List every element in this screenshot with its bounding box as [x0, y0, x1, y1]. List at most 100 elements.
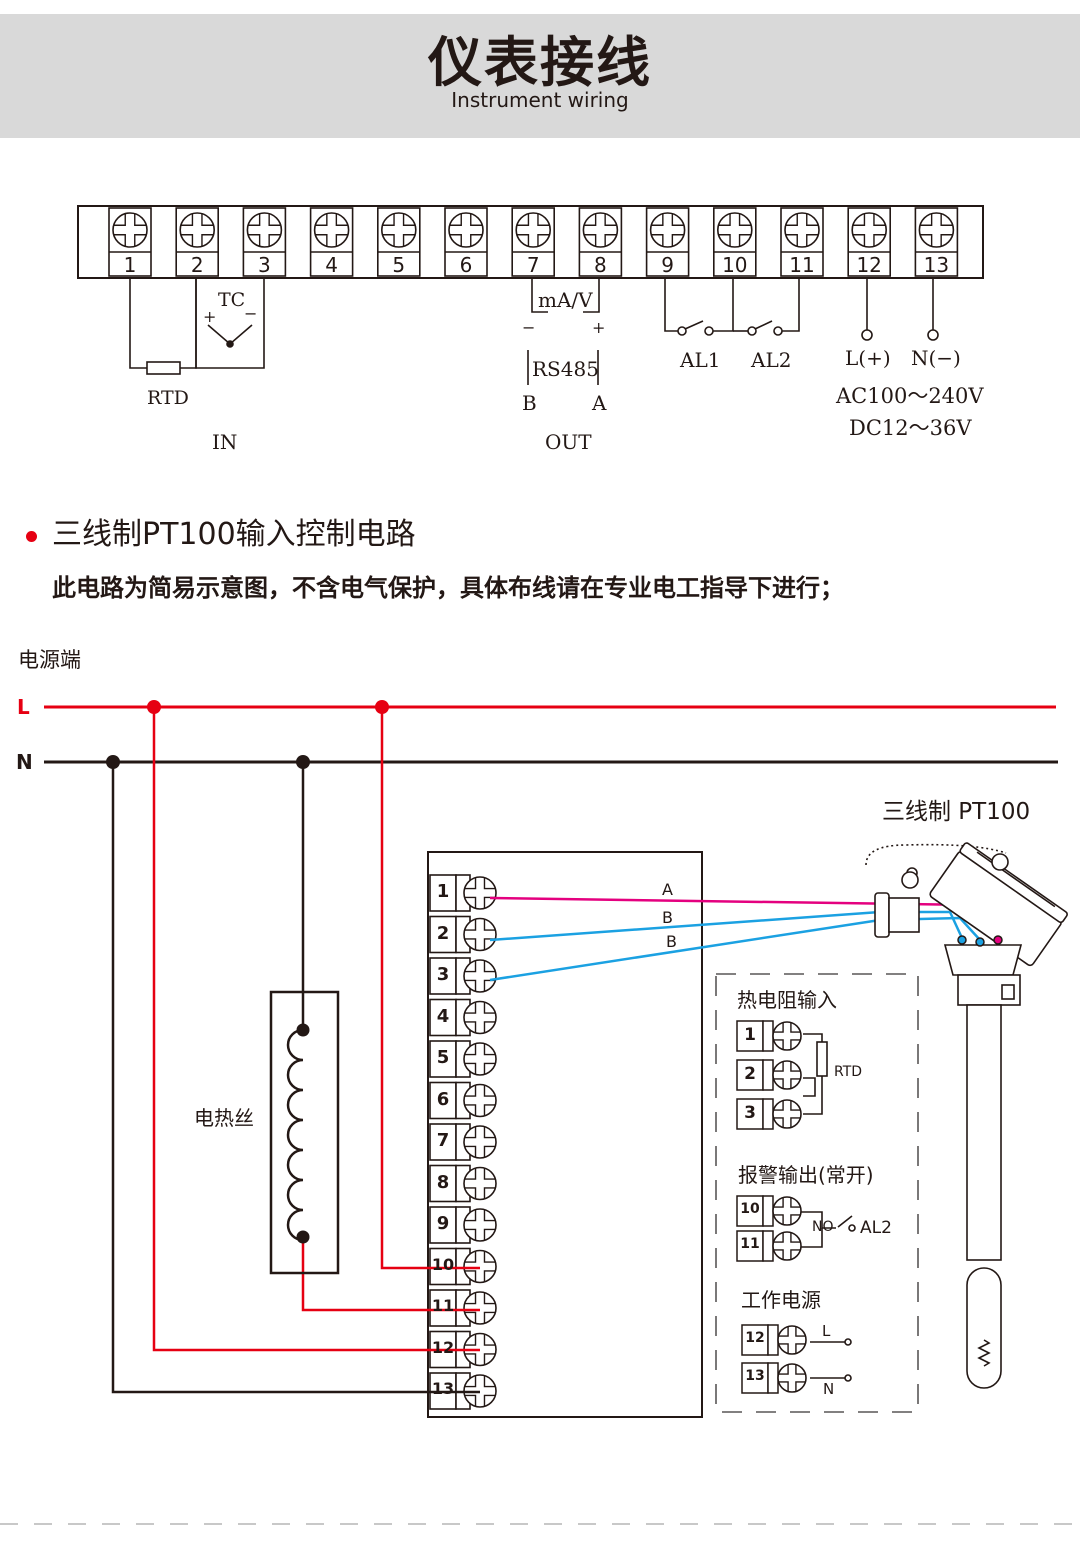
terminal-strip: [77, 205, 984, 279]
top-terminal-number-2: 2: [190, 253, 204, 277]
rs485-b: B: [522, 391, 537, 415]
n-node-2: [296, 755, 310, 769]
legend-rtd-term-mid-3: [762, 1098, 774, 1130]
dc-voltage: DC12～36V: [849, 416, 972, 440]
top-screw-9-head: [649, 212, 686, 248]
rtd-label: RTD: [147, 387, 189, 409]
legend-no-label: NO: [812, 1219, 834, 1235]
wire-b1: [489, 910, 881, 942]
ctrl-screw-1-cross: [464, 877, 496, 909]
top-screw-5-head: [380, 212, 417, 248]
ctrl-screw-12-cross: [464, 1333, 496, 1366]
top-screw-12-cross: [852, 213, 887, 247]
legend-rtd-title: 热电阻输入: [737, 988, 837, 1012]
wire-b2-label: B: [666, 932, 677, 951]
top-terminal-4: [309, 207, 354, 277]
in-label: IN: [212, 430, 238, 454]
al1-label: AL1: [680, 348, 721, 372]
al2-switch: [754, 320, 773, 330]
ctrl-terminal-number-6: 6: [436, 1088, 450, 1110]
tc-junction-dot: [226, 340, 234, 348]
ctrl-screw-3-head: [463, 959, 497, 993]
pt100-chain-ring: [906, 867, 918, 879]
top-terminal-number-8: 8: [594, 253, 607, 277]
legend-n-terminal: [844, 1374, 852, 1382]
line-n-label: N: [16, 750, 33, 774]
legend-rtd-term-mid-1: [762, 1020, 774, 1052]
legend-power-term-mid-13: [767, 1362, 779, 1394]
ctrl-screw-8-cross: [464, 1167, 496, 1200]
top-screw-6-cross: [449, 213, 483, 247]
legend-power-term-screw-12-head: [777, 1325, 807, 1355]
legend-rtd-term-screw-2: [772, 1060, 802, 1090]
top-screw-13: [918, 212, 955, 248]
top-screw-12-head: [851, 212, 888, 248]
ctrl-terminal-number-8: 8: [436, 1171, 450, 1193]
ctrl-screw-9-head: [463, 1208, 497, 1242]
top-terminal-number-5: 5: [392, 253, 406, 277]
ctrl-screw-9-cross: [464, 1209, 496, 1241]
pt100-lid-line: [976, 851, 1056, 908]
top-terminal-7: [511, 207, 556, 277]
top-screw-10: [716, 212, 753, 248]
wire-b1-end: [880, 910, 964, 939]
ctrl-terminal-number-7: 7: [436, 1130, 450, 1151]
pt100-screw: [991, 853, 1009, 871]
section-bullet: [26, 531, 37, 542]
controller-body: [427, 851, 703, 1418]
top-terminal-1: [108, 207, 152, 277]
legend-rtd-term-screw-3: [772, 1099, 802, 1129]
mav-wire-left: [531, 278, 548, 313]
top-screw-2: [179, 212, 215, 248]
top-screw-7-head: [515, 212, 552, 248]
top-screw-4-cross: [314, 213, 349, 247]
top-terminal-8: [578, 207, 623, 277]
legend-rtd-label: RTD: [834, 1064, 863, 1080]
legend-al-contact: [848, 1224, 856, 1232]
top-screw-9-cross: [650, 213, 685, 247]
mav-wire-right: [583, 278, 600, 313]
top-terminal-11: [780, 207, 824, 277]
top-screw-10-head: [716, 212, 753, 248]
top-screw-4: [313, 212, 350, 248]
ctrl-terminal-number-4: 4: [436, 1005, 450, 1027]
al1-contact-a: [677, 326, 687, 336]
top-screw-8-head: [582, 212, 619, 248]
legend-alarm-term-mid-10: [762, 1195, 774, 1227]
ctrl-terminal-number-10: 10: [431, 1254, 455, 1274]
legend-alarm-term-mid-11: [762, 1230, 774, 1262]
top-screw-8-cross: [583, 213, 618, 247]
pt100-gland: [874, 892, 890, 938]
ctrl-screw-10: [463, 1249, 497, 1284]
ctrl-terminal-mid-13: [455, 1372, 471, 1410]
top-screw-2-head: [179, 212, 215, 248]
ctrl-screw-2: [463, 917, 497, 952]
power-n-label: N(−): [911, 346, 961, 370]
mav-minus: −: [522, 318, 536, 337]
top-screw-5-cross: [381, 213, 416, 247]
legend-n-label: N: [823, 1380, 835, 1398]
rs485-label: RS485: [532, 357, 599, 381]
ctrl-screw-11-head: [463, 1291, 497, 1325]
top-terminal-5: [376, 207, 421, 277]
out-label: OUT: [545, 430, 592, 454]
wire-b2-end: [879, 916, 981, 941]
top-screw-1-head: [112, 212, 148, 248]
ctrl-screw-5: [463, 1042, 497, 1076]
heater-coil: [286, 1028, 304, 1242]
top-screw-1: [112, 212, 148, 248]
pt100-neck: [943, 944, 1023, 976]
ctrl-terminal-number-9: 9: [436, 1213, 450, 1234]
tc-plus: +: [203, 307, 217, 326]
ctrl-screw-8-head: [463, 1166, 497, 1201]
top-terminal-2: [175, 207, 219, 277]
top-screw-3: [246, 212, 283, 248]
top-terminal-number-10: 10: [722, 253, 748, 277]
pt100-gland-nut: [888, 897, 920, 933]
legend-power-term-number-12: 12: [745, 1330, 765, 1346]
top-terminal-number-7: 7: [526, 253, 540, 277]
legend-alarm-term-screw-11: [772, 1231, 802, 1261]
pt100-term-3: [993, 935, 1003, 945]
pt100-head: [929, 850, 1062, 967]
ctrl-screw-4: [463, 1000, 497, 1035]
